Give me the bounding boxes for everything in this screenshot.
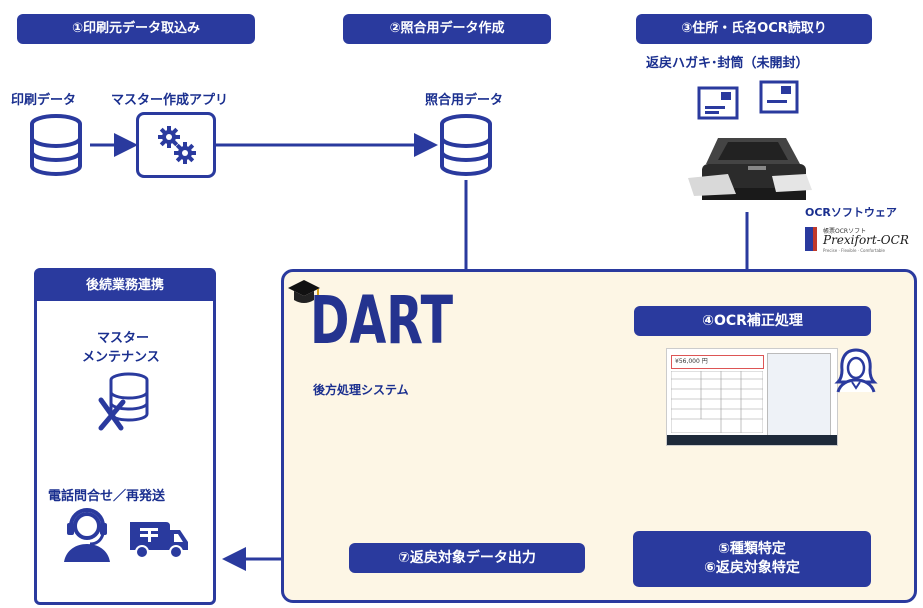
database-tools-icon xyxy=(98,372,149,431)
prexifort-mark-accent xyxy=(813,227,817,251)
ocr-software-label: OCRソフトウェア xyxy=(805,206,897,219)
step3-pill: ③住所・氏名OCR読取り xyxy=(636,14,872,44)
master-maintenance-line2: メンテナンス xyxy=(82,350,160,365)
prexifort-logo: 帳票OCRソフト Prexifort-OCR Precise · Flexibl… xyxy=(805,225,923,255)
screen-taskbar xyxy=(667,435,837,445)
prexifort-mark xyxy=(805,227,813,251)
delivery-truck-icon xyxy=(130,522,188,559)
dart-subtitle: 後方処理システム xyxy=(313,383,409,397)
collation-database-icon xyxy=(440,114,492,176)
screen-side-panel xyxy=(767,353,831,437)
prexifort-tagline: Precise · Flexible · Comfortable xyxy=(823,248,886,253)
step1-pill: ①印刷元データ取込み xyxy=(17,14,255,44)
step6-label: ⑥返戻対象特定 xyxy=(704,560,800,576)
step4-pill: ④OCR補正処理 xyxy=(634,306,871,336)
ocr-correction-screen: ¥56,000 円 xyxy=(666,348,838,446)
database-icon xyxy=(30,114,82,176)
step5-step6-box: ⑤種類特定 ⑥返戻対象特定 xyxy=(633,531,871,587)
step2-pill: ②照合用データ作成 xyxy=(343,14,551,44)
gears-icon xyxy=(158,126,196,164)
postcard-icon xyxy=(697,86,739,120)
graduation-cap-icon xyxy=(288,280,320,305)
operator-woman-icon xyxy=(834,348,878,393)
step3-subtitle: 返戻ハガキ･封筒（未開封） xyxy=(646,56,809,71)
screen-table xyxy=(671,371,763,433)
headset-operator-icon xyxy=(64,508,110,562)
phone-resend-label: 電話問合せ／再発送 xyxy=(48,489,166,504)
envelope-icon xyxy=(759,80,799,114)
master-app-box xyxy=(136,112,216,178)
collation-data-label: 照合用データ xyxy=(425,93,504,108)
scanner-image xyxy=(688,138,812,200)
dart-title: DART xyxy=(310,282,454,359)
print-data-label: 印刷データ xyxy=(11,93,77,108)
follow-up-header: 後続業務連携 xyxy=(37,271,213,301)
step5-label: ⑤種類特定 xyxy=(718,541,786,557)
master-maintenance-line1: マスター xyxy=(97,331,150,346)
screen-amount-field: ¥56,000 円 xyxy=(671,355,764,369)
master-app-label: マスター作成アプリ xyxy=(111,93,229,108)
prexifort-name: Prexifort-OCR xyxy=(823,233,909,247)
prexifort-small-text: 帳票OCRソフト xyxy=(823,228,867,235)
step7-pill: ⑦返戻対象データ出力 xyxy=(349,543,585,573)
